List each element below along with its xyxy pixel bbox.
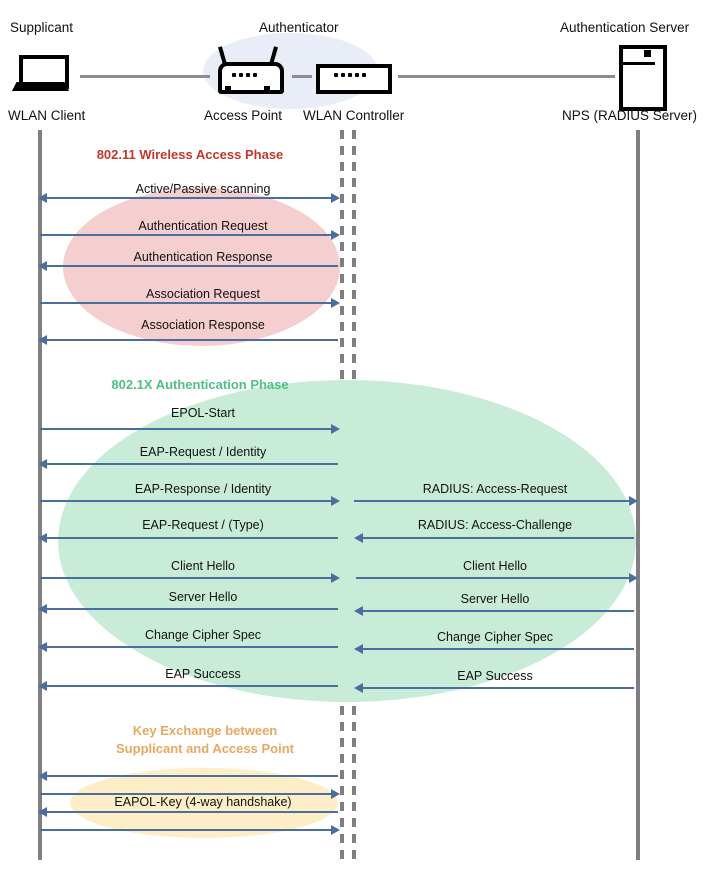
arrow-head-right [629,573,638,583]
message-arrow-line [40,302,332,304]
actor-device-wlan-controller: WLAN Controller [303,108,405,123]
message-label: Authentication Response [133,250,273,264]
message-arrow-line [40,428,332,430]
arrow-head-left [38,193,47,203]
wire-controller-to-server [398,75,615,78]
message-arrow-line-right [362,648,634,650]
message-arrow-line [46,537,338,539]
message-label-right: Client Hello [463,559,527,573]
message-label: EPOL-Start [171,406,235,420]
message-label: Active/Passive scanning [135,182,271,196]
wire-ap-to-controller [292,75,312,78]
arrow-head-left [354,533,363,543]
message-arrow-line [46,685,338,687]
arrow-head-left [38,807,47,817]
actor-role-authentication-server: Authentication Server [560,20,690,35]
message-label-right: EAP Success [457,669,533,683]
message-label: Change Cipher Spec [144,628,262,642]
arrow-head-left [38,642,47,652]
message-arrow-line [46,463,338,465]
actor-role-authenticator: Authenticator [259,20,339,35]
message-label: EAPOL-Key (4-way handshake) [114,795,292,809]
message-arrow-line [46,811,338,813]
arrow-head-left [38,261,47,271]
message-arrow-line [40,829,332,831]
message-arrow-line-right [354,500,630,502]
phase-label-80211: 802.11 Wireless Access Phase [96,147,284,162]
message-arrow-line [46,265,338,267]
phase-label-8021x: 802.1X Authentication Phase [111,377,289,392]
message-label-right: RADIUS: Access-Challenge [417,518,573,532]
arrow-head-left [354,606,363,616]
message-label: EAP-Response / Identity [134,482,272,496]
actor-role-supplicant: Supplicant [10,20,74,35]
message-label: EAP Success [165,667,241,681]
message-label: Server Hello [168,590,238,604]
message-label: EAP-Request / Identity [139,445,267,459]
phase-label-key-exchange: Key Exchange between Supplicant and Acce… [116,723,294,756]
message-label-right: Server Hello [460,592,530,606]
actor-device-wlan-client: WLAN Client [8,108,86,123]
message-arrow-line [46,608,338,610]
phase-ellipse-80211 [63,188,340,346]
arrow-head-right [331,825,340,835]
message-arrow-line [46,646,338,648]
arrow-head-left [38,604,47,614]
lifeline-supplicant [38,130,42,860]
actor-device-access-point: Access Point [204,108,283,123]
phase-ellipse-key-exchange [70,768,338,838]
wire-client-to-ap [80,75,210,78]
message-label: EAP-Request / (Type) [142,518,264,532]
message-arrow-line-right [362,537,634,539]
message-arrow-line [40,577,332,579]
message-label-right: RADIUS: Access-Request [422,482,568,496]
message-label: Client Hello [171,559,235,573]
message-label: Association Request [146,287,260,301]
message-arrow-line-right [356,577,630,579]
message-arrow-line [40,793,332,795]
message-label-right: Change Cipher Spec [436,630,554,644]
arrow-head-right [331,193,340,203]
arrow-head-right [629,496,638,506]
arrow-head-right [331,424,340,434]
message-label: Association Response [141,318,265,332]
message-arrow-line [40,500,332,502]
arrow-head-left [354,683,363,693]
message-arrow-line [46,339,338,341]
message-label: Authentication Request [138,219,268,233]
arrow-head-right [331,298,340,308]
arrow-head-left [354,644,363,654]
arrow-head-left [38,771,47,781]
message-arrow-line-right [362,687,634,689]
arrow-head-left [38,335,47,345]
message-arrow-line [40,234,332,236]
arrow-head-left [38,681,47,691]
message-arrow-line-right [362,610,634,612]
lifeline-auth-server [636,130,640,860]
arrow-head-left [38,459,47,469]
arrow-head-right [331,789,340,799]
arrow-head-right [331,496,340,506]
arrow-head-right [331,573,340,583]
arrow-head-left [38,533,47,543]
message-arrow-line [46,775,338,777]
arrow-head-right [331,230,340,240]
actor-device-nps-radius-server: NPS (RADIUS Server) [562,108,698,123]
message-arrow-line [46,197,332,199]
